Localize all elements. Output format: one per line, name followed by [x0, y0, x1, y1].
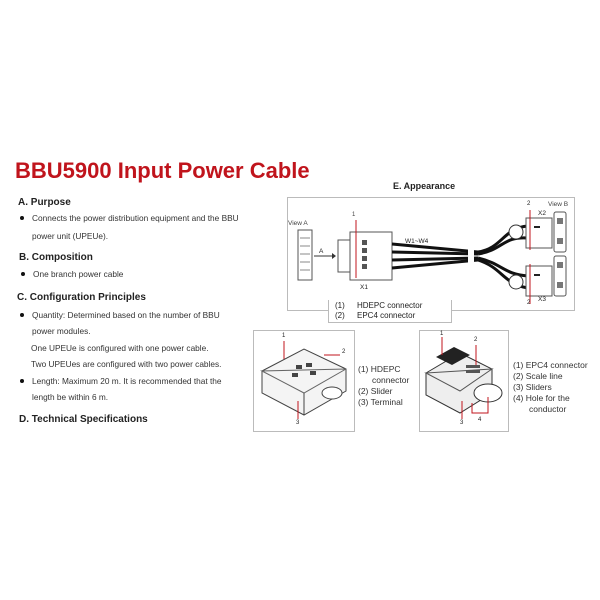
legend-text: HDEPC connector — [357, 301, 423, 310]
hdepc-labels: (1) HDEPC connector (2) Slider (3) Termi… — [358, 364, 409, 408]
legend-num: (2) — [335, 311, 345, 320]
section-c-heading: C. Configuration Principles — [17, 292, 146, 303]
section-a-heading: A. Purpose — [18, 197, 71, 208]
x3-label: X3 — [538, 296, 546, 303]
callout-1: 1 — [282, 333, 286, 339]
x1-label: X1 — [360, 284, 368, 291]
config-text: One UPEUe is configured with one power c… — [31, 343, 209, 353]
arrow-a-label: A — [319, 248, 324, 255]
callout-3: 3 — [296, 420, 300, 426]
label-slider: (2) Slider — [358, 386, 393, 396]
config-text: Two UPEUes are configured with two power… — [31, 359, 222, 369]
hdepc-connector-drawing — [260, 341, 347, 419]
composition-text: One branch power cable — [33, 269, 124, 279]
cable-diagram: View A A 1 X1 W1~W4 2 2 X2 X3 View B — [287, 197, 575, 311]
bullet-icon — [21, 272, 25, 276]
label-hole: (4) Hole for the — [513, 393, 570, 403]
view-a-label: View A — [288, 220, 308, 227]
epc4-connector-drawing — [424, 337, 503, 419]
legend-text: EPC4 connector — [357, 311, 416, 320]
hdepc-connector-figure: 1 2 3 — [253, 330, 355, 432]
wires-label: W1~W4 — [405, 238, 429, 245]
quantity-text: power modules. — [32, 326, 91, 336]
bullet-icon — [20, 379, 24, 383]
callout-4: 4 — [478, 417, 482, 423]
purpose-text: power unit (UPEUe). — [32, 231, 109, 241]
epc4-connector-figure: 1 2 3 4 — [419, 330, 509, 432]
quantity-text: Quantity: Determined based on the number… — [32, 310, 220, 320]
purpose-text: Connects the power distribution equipmen… — [32, 213, 239, 223]
view-b-label: View B — [548, 201, 569, 208]
section-b-heading: B. Composition — [19, 252, 93, 263]
callout-2: 2 — [342, 349, 346, 355]
section-d-heading: D. Technical Specifications — [19, 414, 148, 425]
length-text: length be within 6 m. — [32, 392, 109, 402]
length-text: Length: Maximum 20 m. It is recommended … — [32, 376, 222, 386]
label-epc4: (1) EPC4 connector — [513, 360, 588, 370]
bullet-icon — [20, 216, 24, 220]
callout-1: 1 — [440, 331, 444, 337]
label-hole-cont: conductor — [529, 404, 567, 414]
callout-2: 2 — [474, 337, 478, 343]
label-hdepc: (1) HDEPC — [358, 364, 401, 374]
x2-label: X2 — [538, 210, 546, 217]
callout-2: 2 — [527, 300, 531, 306]
callout-1: 1 — [352, 212, 356, 218]
bullet-icon — [20, 313, 24, 317]
callout-2: 2 — [527, 201, 531, 207]
section-e-heading: E. Appearance — [393, 181, 456, 191]
label-terminal: (3) Terminal — [358, 397, 403, 407]
epc4-labels: (1) EPC4 connector (2) Scale line (3) Sl… — [513, 360, 588, 415]
legend-num: (1) — [335, 301, 345, 310]
label-sliders: (3) Sliders — [513, 382, 552, 392]
label-hdepc-cont: connector — [372, 375, 410, 385]
diagram-legend: (1) HDEPC connector (2) EPC4 connector — [328, 300, 452, 323]
cable-drawing — [297, 210, 567, 304]
label-scale-line: (2) Scale line — [513, 371, 563, 381]
callout-3: 3 — [460, 420, 464, 426]
page-title: BBU5900 Input Power Cable — [15, 158, 310, 183]
